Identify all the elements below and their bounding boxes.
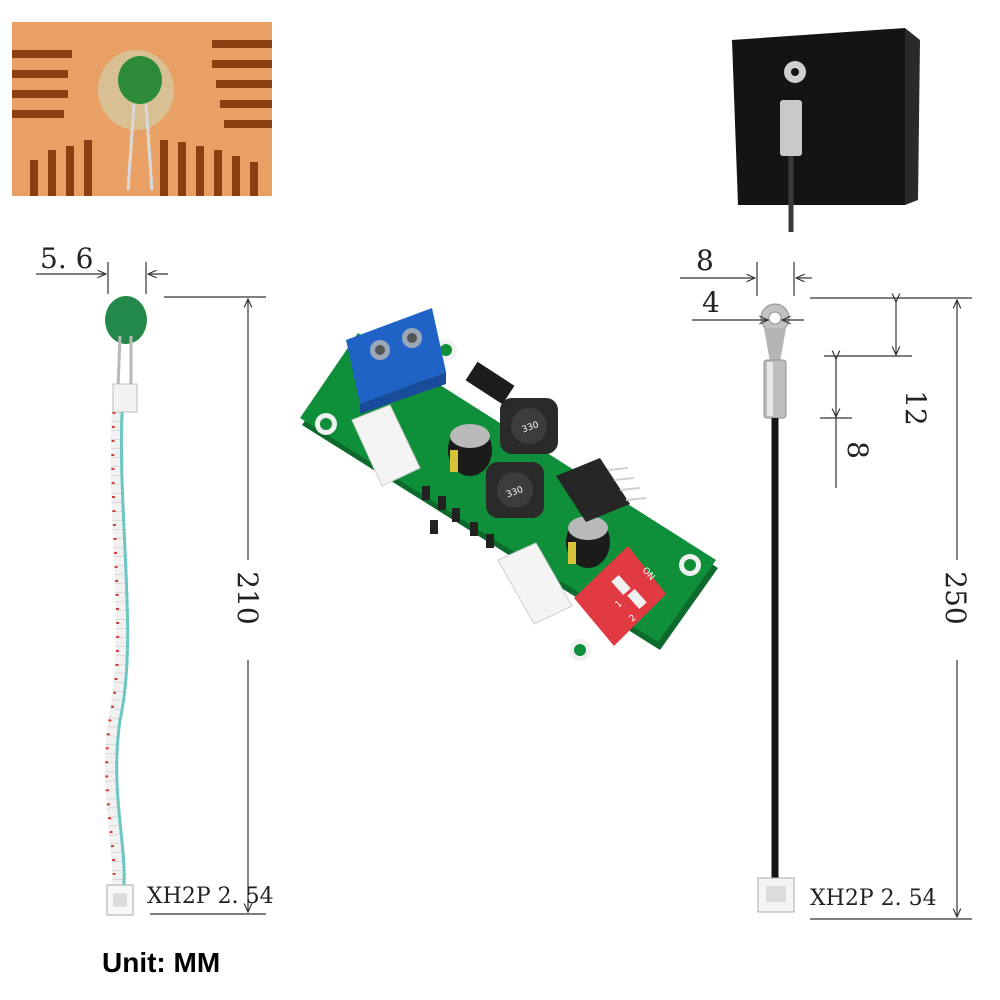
left-connector-label: XH2P 2. 54: [147, 884, 274, 909]
right-probe: [757, 303, 795, 913]
ring-inner-label: 4: [702, 286, 720, 319]
right-length-label: 250: [939, 571, 972, 624]
fan-connector: [351, 404, 421, 487]
right-dimensions: [680, 262, 972, 920]
switch-2-label: 2: [628, 613, 639, 624]
dip-switch: [574, 546, 666, 646]
heatsink-photo: [12, 22, 272, 196]
left-length-label: 210: [231, 571, 264, 624]
probe-connector: [497, 542, 573, 625]
left-width-label: 5. 6: [40, 242, 93, 275]
switch-1-label: 1: [614, 599, 625, 610]
left-probe: [104, 296, 147, 916]
controller-board: [300, 308, 718, 661]
right-connector-label: XH2P 2. 54: [810, 886, 937, 911]
left-dimensions: [36, 262, 266, 915]
ring-outer-label: 8: [696, 244, 714, 277]
mounting-block-photo: [732, 28, 920, 232]
tube-length-label: 12: [899, 390, 932, 426]
ring-length-label: 8: [841, 441, 874, 459]
terminal-block: [346, 308, 446, 404]
unit-label: Unit: MM: [102, 947, 220, 978]
